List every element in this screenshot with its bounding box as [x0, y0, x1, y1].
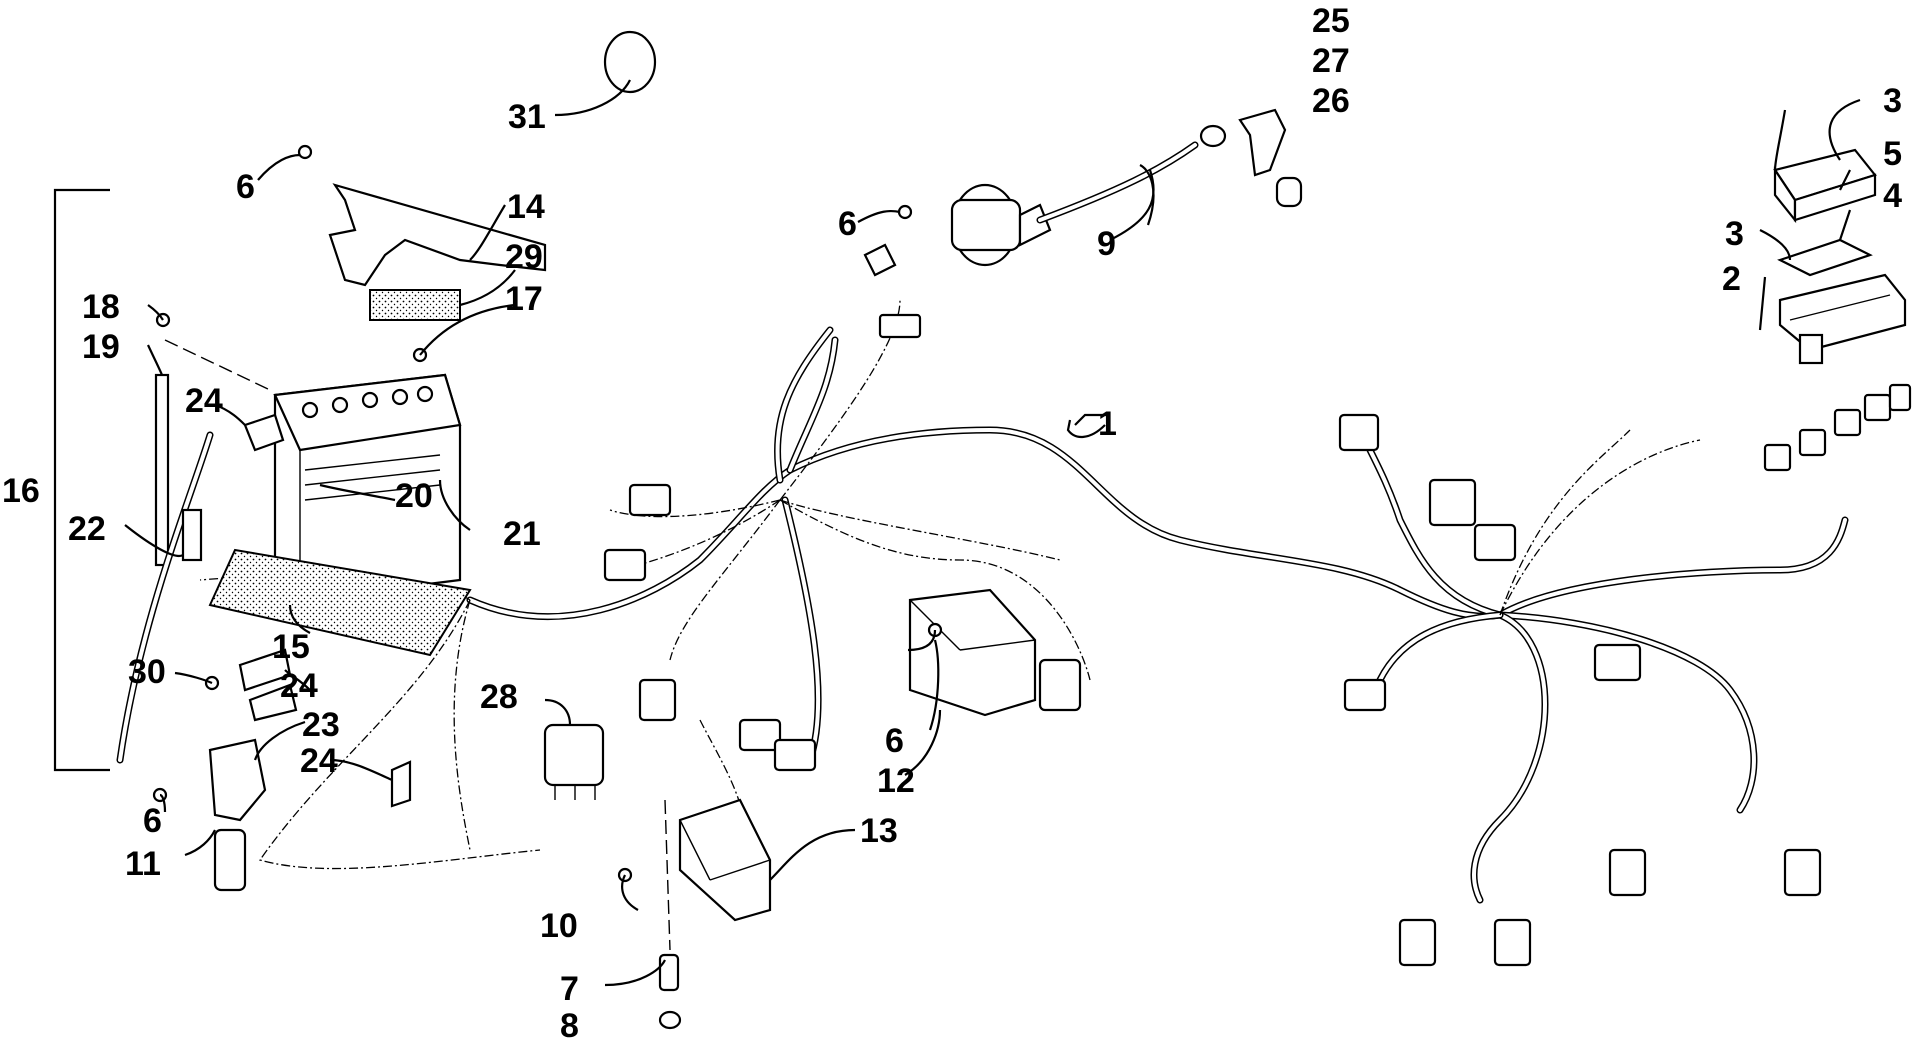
ground-terminal	[658, 953, 680, 992]
connector-right-4	[1593, 643, 1642, 682]
callout-17: 17	[505, 280, 543, 318]
terminal-boot-24c	[390, 760, 412, 808]
callout-24b: 24	[280, 667, 318, 705]
callout-6a: 6	[236, 168, 255, 206]
connector-top-right-3	[1833, 408, 1862, 437]
hose-clamp	[603, 30, 657, 94]
relay	[543, 723, 605, 800]
connector-right-3	[1473, 523, 1517, 562]
callout-10: 10	[540, 907, 578, 945]
callout-9: 9	[1097, 225, 1116, 263]
callout-11: 11	[125, 845, 161, 883]
callout-24c: 24	[300, 742, 338, 780]
callout-14: 14	[507, 188, 545, 226]
cdi-module	[908, 588, 1082, 717]
callout-5: 5	[1883, 135, 1902, 173]
starter-solenoid	[208, 738, 267, 892]
connector-left-2	[603, 548, 647, 582]
callout-21: 21	[503, 515, 541, 553]
callout-3a: 3	[1883, 82, 1902, 120]
boot-seal	[1199, 124, 1227, 148]
callout-23: 23	[302, 706, 340, 744]
spade-terminal-top	[878, 313, 922, 339]
callout-4: 4	[1883, 177, 1902, 215]
leader-lines	[124, 79, 1861, 987]
connector-bottom-4	[1783, 848, 1822, 897]
callout-27: 27	[1312, 42, 1350, 80]
connector-top-right-5	[1888, 383, 1912, 412]
callout-31: 31	[508, 98, 546, 136]
callout-13: 13	[860, 812, 898, 850]
fuse-box	[1773, 148, 1907, 365]
callout-25: 25	[1312, 2, 1350, 40]
battery-hold-down-bracket	[328, 183, 547, 287]
battery	[273, 373, 462, 602]
vent-tube	[154, 373, 170, 567]
callout-18: 18	[82, 288, 120, 326]
callout-28: 28	[480, 678, 518, 716]
callout-8: 8	[560, 1007, 579, 1045]
connector-top-right-2	[1798, 428, 1827, 457]
connector-bottom-2	[1493, 918, 1532, 967]
ring-terminal-top	[863, 243, 897, 277]
callout-6b: 6	[838, 205, 857, 243]
callout-6d: 6	[143, 802, 162, 840]
connector-left-1	[628, 483, 672, 517]
callout-16: 16	[2, 472, 40, 510]
callout-19: 19	[82, 328, 120, 366]
connector-center-3	[773, 738, 817, 772]
ground-nut	[658, 1010, 682, 1030]
bracket-16	[53, 188, 110, 772]
callout-22: 22	[68, 510, 106, 548]
fuse-holder-in-line	[181, 508, 203, 562]
connector-right-5	[1343, 678, 1387, 712]
callout-15: 15	[272, 628, 310, 666]
connector-top-right-4	[1863, 393, 1892, 422]
screw-6-coil	[897, 204, 913, 220]
connector-bottom-3	[1608, 848, 1647, 897]
connector-right-1	[1338, 413, 1380, 452]
terminal-boot-24b	[248, 683, 298, 722]
voltage-regulator	[678, 798, 772, 922]
connector-center-1	[638, 678, 677, 722]
callout-3b: 3	[1725, 215, 1744, 253]
callout-29: 29	[505, 238, 543, 276]
connector-top-right-1	[1763, 443, 1792, 472]
spark-plug-boot	[1238, 108, 1287, 177]
battery-pad	[369, 289, 461, 321]
connector-center-2	[738, 718, 782, 752]
callout-6c: 6	[885, 722, 904, 760]
spark-plug-cap	[1275, 176, 1303, 208]
battery-terminal-boot-top	[243, 413, 285, 452]
callout-26: 26	[1312, 82, 1350, 120]
callout-30: 30	[128, 653, 166, 691]
callout-1: 1	[1098, 405, 1117, 443]
connector-right-2	[1428, 478, 1477, 527]
callout-24a: 24	[185, 382, 223, 420]
screw-6-top	[297, 144, 313, 160]
callout-7: 7	[560, 970, 579, 1008]
callout-20: 20	[395, 477, 433, 515]
battery-tray-pad	[208, 548, 472, 657]
ignition-coil	[950, 141, 1199, 267]
connector-bottom-1	[1398, 918, 1437, 967]
callout-2: 2	[1722, 260, 1741, 298]
callout-12: 12	[877, 762, 915, 800]
